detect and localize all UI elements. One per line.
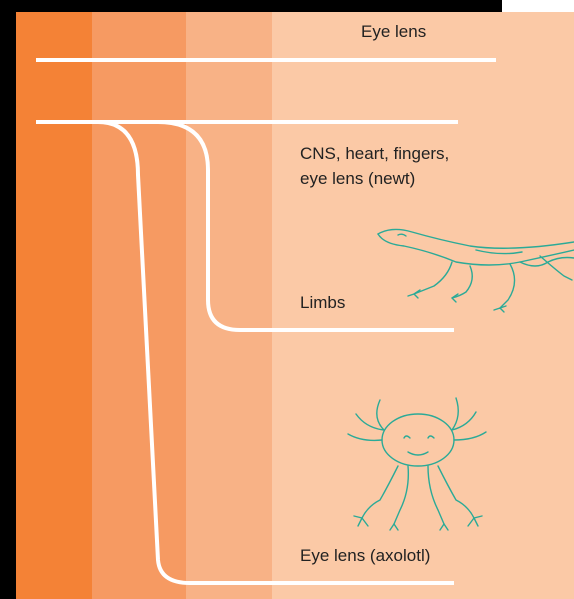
label-cns-heart-fingers: CNS, heart, fingers, [300,143,449,165]
band-1 [16,12,92,599]
top-right-strip [502,0,574,12]
band-3 [186,12,272,599]
label-limbs: Limbs [300,292,345,314]
band-2 [92,12,186,599]
label-eye-lens: Eye lens [361,21,426,43]
label-eye-lens-axolotl: Eye lens (axolotl) [300,545,430,567]
band-4-right [502,12,574,599]
label-eye-lens-newt: eye lens (newt) [300,168,415,190]
